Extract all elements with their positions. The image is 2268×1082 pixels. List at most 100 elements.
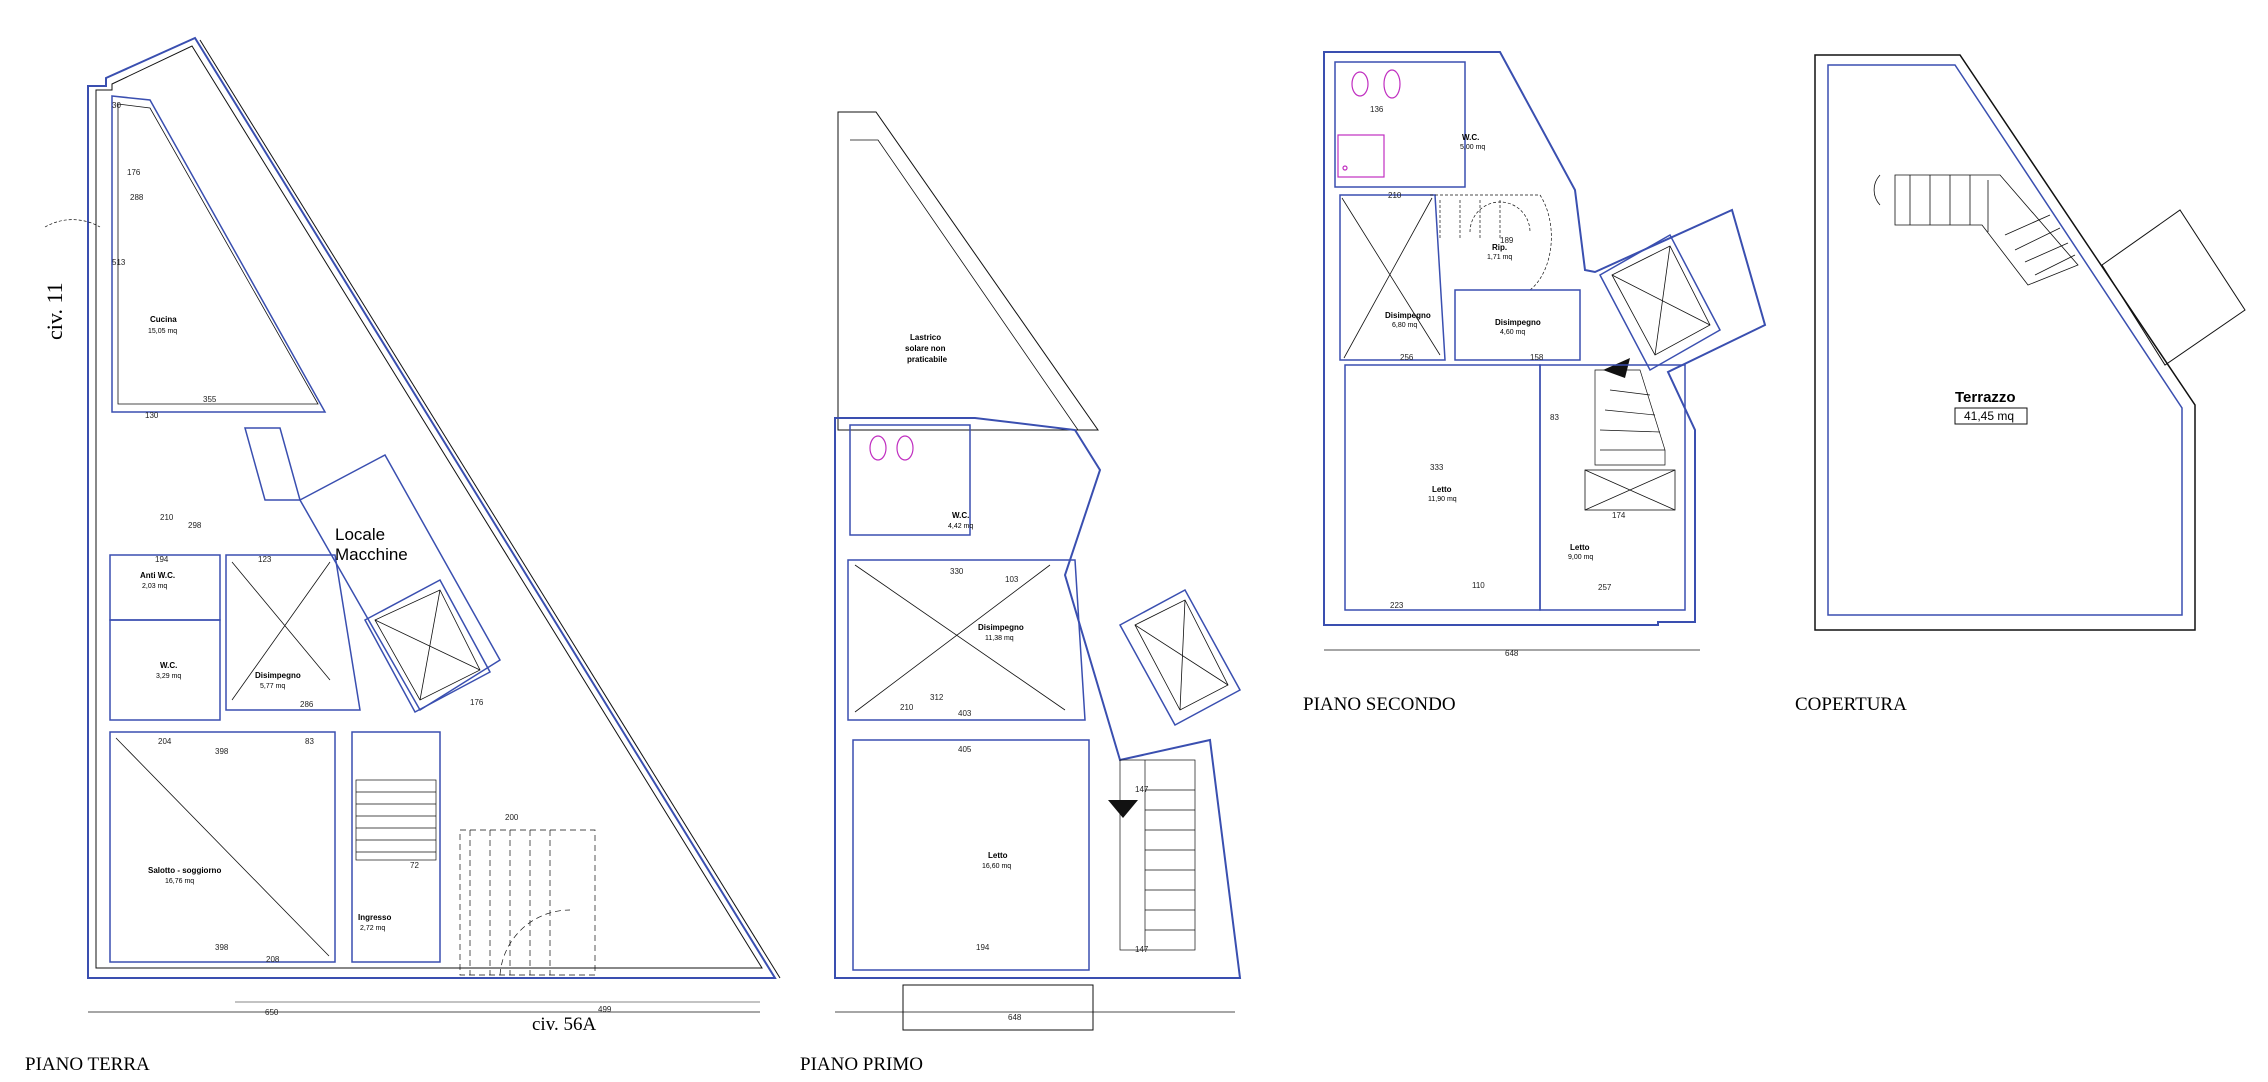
dim-label: 208 [266, 955, 280, 964]
ground-floor-plan [44, 36, 781, 1013]
room-name: Letto [1570, 543, 1590, 552]
roof-title: COPERTURA [1795, 694, 1907, 715]
dim-label: 103 [1005, 575, 1019, 584]
first-stairs [1119, 759, 1196, 951]
dim-label: 176 [470, 698, 484, 707]
dim-label: 176 [127, 168, 141, 177]
dim-label: 223 [1390, 601, 1404, 610]
dim-label: 158 [1530, 353, 1544, 362]
dim-label: 355 [203, 395, 217, 404]
dim-label: 72 [410, 861, 419, 870]
dim-label: 650 [265, 1008, 279, 1017]
dim-label: 513 [112, 258, 126, 267]
room-area: 2,72 mq [360, 925, 385, 932]
dim-label: 123 [258, 555, 272, 564]
room-area: 3,29 mq [156, 673, 181, 680]
room-area: 15,05 mq [148, 328, 177, 335]
dim-label: 298 [188, 521, 202, 530]
dim-label: 257 [1598, 583, 1612, 592]
room-name: Terrazzo [1955, 389, 2016, 406]
dim-label: 130 [145, 411, 159, 420]
locale-macchine-label-1: Locale [335, 525, 385, 544]
dim-label: 288 [130, 193, 144, 202]
dim-label: 499 [598, 1005, 612, 1014]
second-outer-wall [1323, 51, 1767, 626]
dim-label: 147 [1135, 785, 1149, 794]
dim-label: 147 [1135, 945, 1149, 954]
elevator-shaft [363, 578, 492, 714]
stairs-arrow-icon [1603, 358, 1630, 378]
room-area: 5,00 mq [1460, 144, 1485, 151]
dim-label: 200 [505, 813, 519, 822]
dim-label: 312 [930, 693, 944, 702]
room-area: 2,03 mq [142, 583, 167, 590]
room-area: 4,60 mq [1500, 329, 1525, 336]
locale-macchine-label-2: Macchine [335, 545, 408, 564]
room-name: Letto [1432, 485, 1452, 494]
room-name: Salotto - soggiorno [148, 866, 221, 875]
dim-label: 210 [1388, 191, 1402, 200]
dim-label: 83 [305, 737, 314, 746]
street-label-left: civ. 11 [42, 282, 67, 340]
roof-plan [1814, 54, 2246, 631]
room-name: praticabile [907, 355, 948, 364]
dim-label: 83 [1550, 413, 1559, 422]
room-name: solare non [905, 344, 946, 353]
dim-label: 398 [215, 747, 229, 756]
room-name: W.C. [952, 511, 969, 520]
dim-label: 403 [958, 709, 972, 718]
first-outer-wall [837, 111, 1099, 431]
dim-label: 210 [160, 513, 174, 522]
dim-label: 648 [1008, 1013, 1022, 1022]
room-name: Disimpegno [255, 671, 301, 680]
street-label-bottom: civ. 56A [532, 1014, 596, 1035]
dim-label: 194 [155, 555, 169, 564]
ground-stairs [355, 779, 437, 861]
room-name: W.C. [160, 661, 177, 670]
dim-label: 174 [1612, 511, 1626, 520]
room-area: 5,77 mq [260, 683, 285, 690]
room-name: Rip. [1492, 243, 1507, 252]
room-name: Lastrico [910, 333, 941, 342]
dim-label: 136 [1370, 105, 1384, 114]
room-name: W.C. [1462, 133, 1479, 142]
room-area: 16,76 mq [165, 878, 194, 885]
dim-label: 194 [976, 943, 990, 952]
room-area: 9,00 mq [1568, 554, 1593, 561]
roof-stairs [1894, 174, 2079, 286]
dim-label: 30 [112, 101, 121, 110]
room-name: Cucina [150, 315, 177, 324]
room-area: 11,90 mq [1428, 496, 1457, 503]
dim-label: 333 [1430, 463, 1444, 472]
locale-macchine-wall [298, 453, 502, 712]
dim-label: 256 [1400, 353, 1414, 362]
second-wc-fixtures [1337, 69, 1401, 178]
second-spiral-stairs [1430, 194, 1552, 291]
room-area: 6,80 mq [1392, 322, 1417, 329]
dim-label: 405 [958, 745, 972, 754]
room-name: Ingresso [358, 913, 391, 922]
room-name: Anti W.C. [140, 571, 175, 580]
room-name: Disimpegno [1495, 318, 1541, 327]
ground-outer-wall [87, 36, 777, 979]
first-floor-title: PIANO PRIMO [800, 1054, 923, 1075]
dim-label: 398 [215, 943, 229, 952]
second-floor-title: PIANO SECONDO [1303, 694, 1456, 715]
dim-label: 648 [1505, 649, 1519, 658]
roof-outline [1814, 54, 2196, 631]
room-area: 16,60 mq [982, 863, 1011, 870]
stairs-arrow-icon [1108, 800, 1138, 818]
kitchen-wall [111, 95, 327, 413]
room-area: 11,38 mq [985, 635, 1014, 642]
first-floor-plan [834, 111, 1242, 1031]
first-wc-fixtures [869, 435, 914, 461]
dim-label: 286 [300, 700, 314, 709]
dim-label: 110 [1472, 581, 1485, 590]
room-name: Disimpegno [978, 623, 1024, 632]
second-floor-plan [1323, 51, 1767, 651]
room-area: 4,42 mq [948, 523, 973, 530]
room-name: Disimpegno [1385, 311, 1431, 320]
room-area: 1,71 mq [1487, 254, 1512, 261]
ground-floor-title: PIANO TERRA [25, 1054, 150, 1075]
